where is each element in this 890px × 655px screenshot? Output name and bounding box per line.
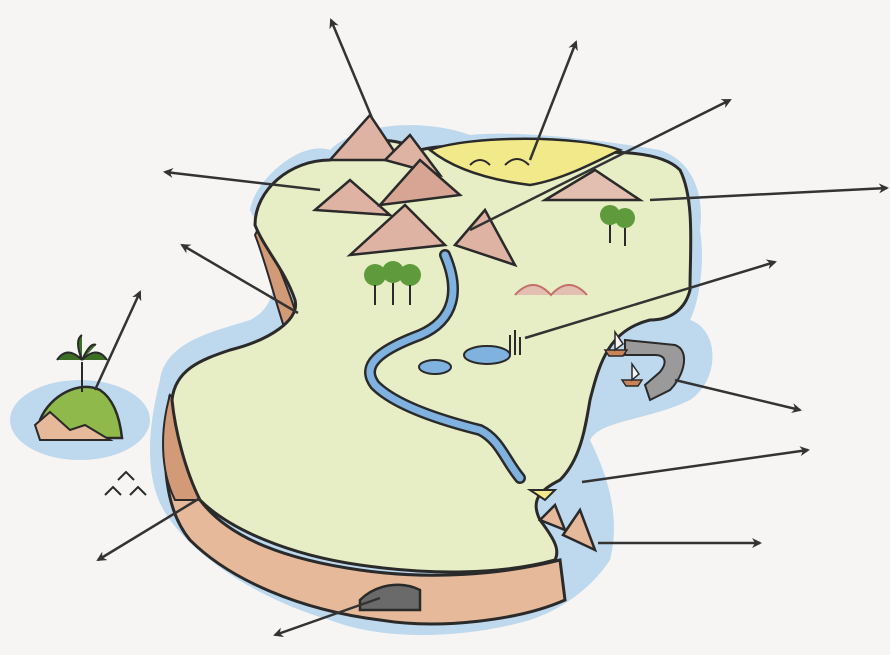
lake-small bbox=[419, 360, 451, 374]
lake-large bbox=[464, 346, 510, 364]
